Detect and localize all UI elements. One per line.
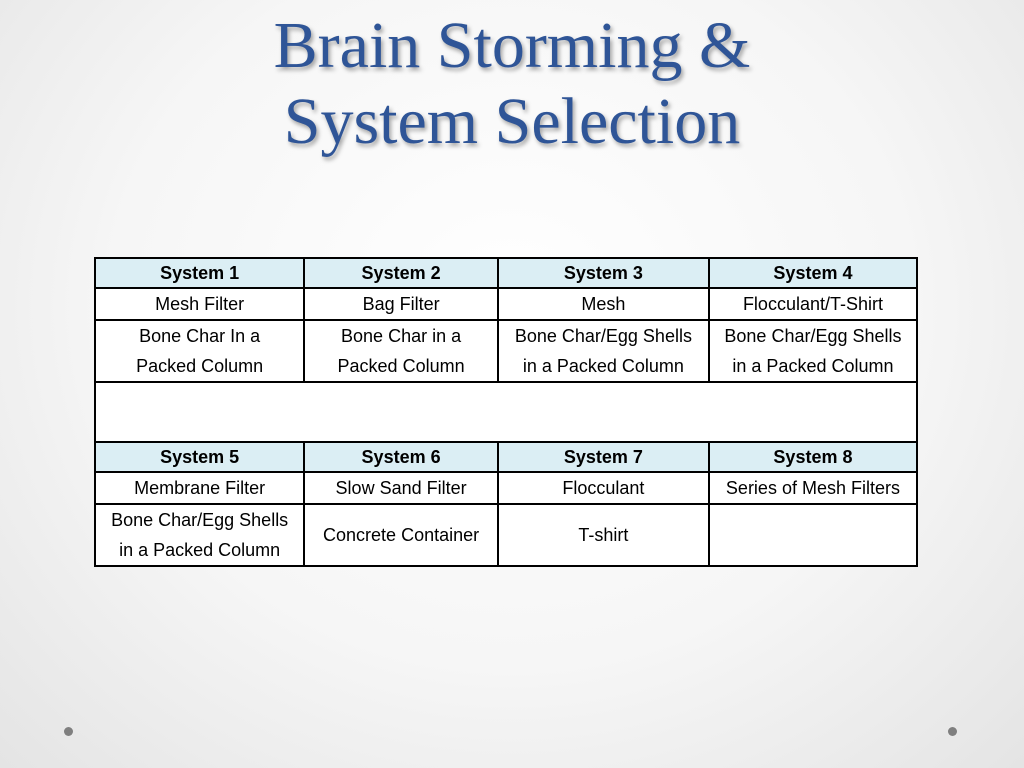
cell-line: in a Packed Column (522, 356, 684, 376)
system-1-component-2: Bone Char In a Packed Column (93, 319, 306, 383)
table-row: Bone Char In a Packed Column Bone Char i… (93, 319, 919, 383)
spacer-cell (94, 381, 918, 443)
table-spacer-row (94, 381, 918, 443)
cell-line: Bone Char/Egg Shells (514, 326, 692, 346)
system-3-component-2: Bone Char/Egg Shells in a Packed Column (496, 319, 710, 383)
cell-line: in a Packed Column (119, 540, 281, 560)
table-header-row: System 1 System 2 System 3 System 4 (93, 257, 919, 289)
cell-line: Packed Column (136, 356, 264, 376)
header-system-1: System 1 (93, 257, 306, 289)
table-header-row: System 5 System 6 System 7 System 8 (93, 441, 919, 473)
header-system-8: System 8 (707, 441, 919, 473)
cell-line: Bone Char/Egg Shells (111, 510, 289, 530)
title-line-1: Brain Storming & (273, 9, 751, 82)
systems-table: System 1 System 2 System 3 System 4 Mesh… (93, 257, 919, 567)
system-8-component-2 (707, 503, 919, 567)
cell-line: Bone Char In a (139, 326, 261, 346)
system-1-component-1: Mesh Filter (93, 287, 306, 321)
system-6-component-1: Slow Sand Filter (303, 471, 499, 505)
cell-line: Packed Column (337, 356, 465, 376)
header-system-5: System 5 (93, 441, 306, 473)
system-7-component-2: T-shirt (496, 503, 710, 567)
system-4-component-2: Bone Char/Egg Shells in a Packed Column (707, 319, 919, 383)
table-row: Bone Char/Egg Shells in a Packed Column … (93, 503, 919, 567)
header-system-3: System 3 (496, 257, 710, 289)
header-system-4: System 4 (707, 257, 919, 289)
cell-line: T-shirt (578, 525, 629, 545)
header-system-7: System 7 (496, 441, 710, 473)
header-system-6: System 6 (303, 441, 499, 473)
system-5-component-1: Membrane Filter (93, 471, 306, 505)
cell-line: Bone Char in a (341, 326, 462, 346)
table-row: Mesh Filter Bag Filter Mesh Flocculant/T… (93, 287, 919, 321)
cell-line: in a Packed Column (732, 356, 894, 376)
header-system-2: System 2 (303, 257, 499, 289)
slide-title: Brain Storming & System Selection (0, 8, 1024, 160)
system-7-component-1: Flocculant (496, 471, 710, 505)
title-line-2: System Selection (283, 85, 741, 158)
system-4-component-1: Flocculant/T-Shirt (707, 287, 919, 321)
system-6-component-2: Concrete Container (303, 503, 499, 567)
decorative-dot-right (948, 727, 957, 736)
system-2-component-1: Bag Filter (303, 287, 499, 321)
system-8-component-1: Series of Mesh Filters (707, 471, 919, 505)
decorative-dot-left (64, 727, 73, 736)
system-3-component-1: Mesh (496, 287, 710, 321)
cell-line: Bone Char/Egg Shells (724, 326, 902, 346)
cell-line: Concrete Container (323, 525, 480, 545)
table-row: Membrane Filter Slow Sand Filter Floccul… (93, 471, 919, 505)
system-2-component-2: Bone Char in a Packed Column (303, 319, 499, 383)
system-5-component-2: Bone Char/Egg Shells in a Packed Column (93, 503, 306, 567)
